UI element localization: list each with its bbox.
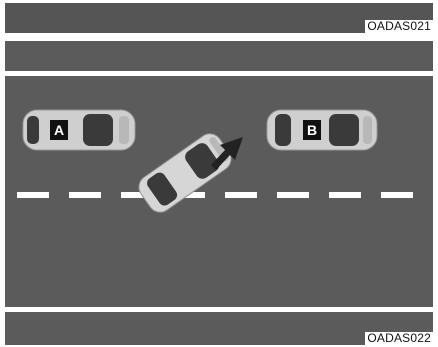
vehicle-a-label: A: [54, 122, 64, 138]
solid-lane-line-upper: [5, 71, 433, 76]
top-road-strip: OADAS021: [5, 3, 433, 33]
road-diagram: A B: [5, 41, 433, 345]
dashed-lane-line: [17, 192, 413, 198]
vehicle-b: B: [267, 110, 377, 150]
figure-code-bottom: OADAS022: [365, 332, 433, 345]
road-panel: A B OADAS022: [5, 41, 433, 345]
solid-lane-line-lower: [5, 307, 433, 312]
vehicle-a: A: [23, 110, 135, 150]
vehicle-b-label: B: [307, 122, 317, 138]
ego-vehicle: [134, 129, 236, 217]
figure-code-top: OADAS021: [365, 20, 433, 33]
